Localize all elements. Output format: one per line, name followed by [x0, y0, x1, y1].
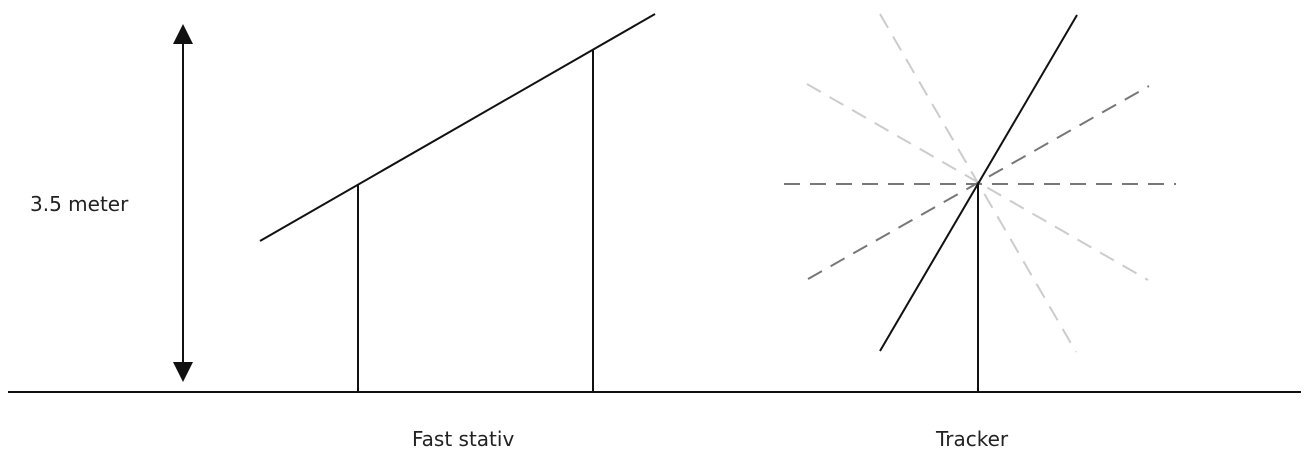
fixed-mount-label: Fast stativ — [412, 427, 515, 451]
fixed-mount — [259, 13, 656, 392]
tracker-label: Tracker — [936, 427, 1009, 451]
tracker-panel — [879, 14, 1078, 352]
fixed-panel — [259, 13, 656, 242]
height-label: 3.5 meter — [30, 192, 129, 216]
tracker-mount — [784, 13, 1176, 392]
